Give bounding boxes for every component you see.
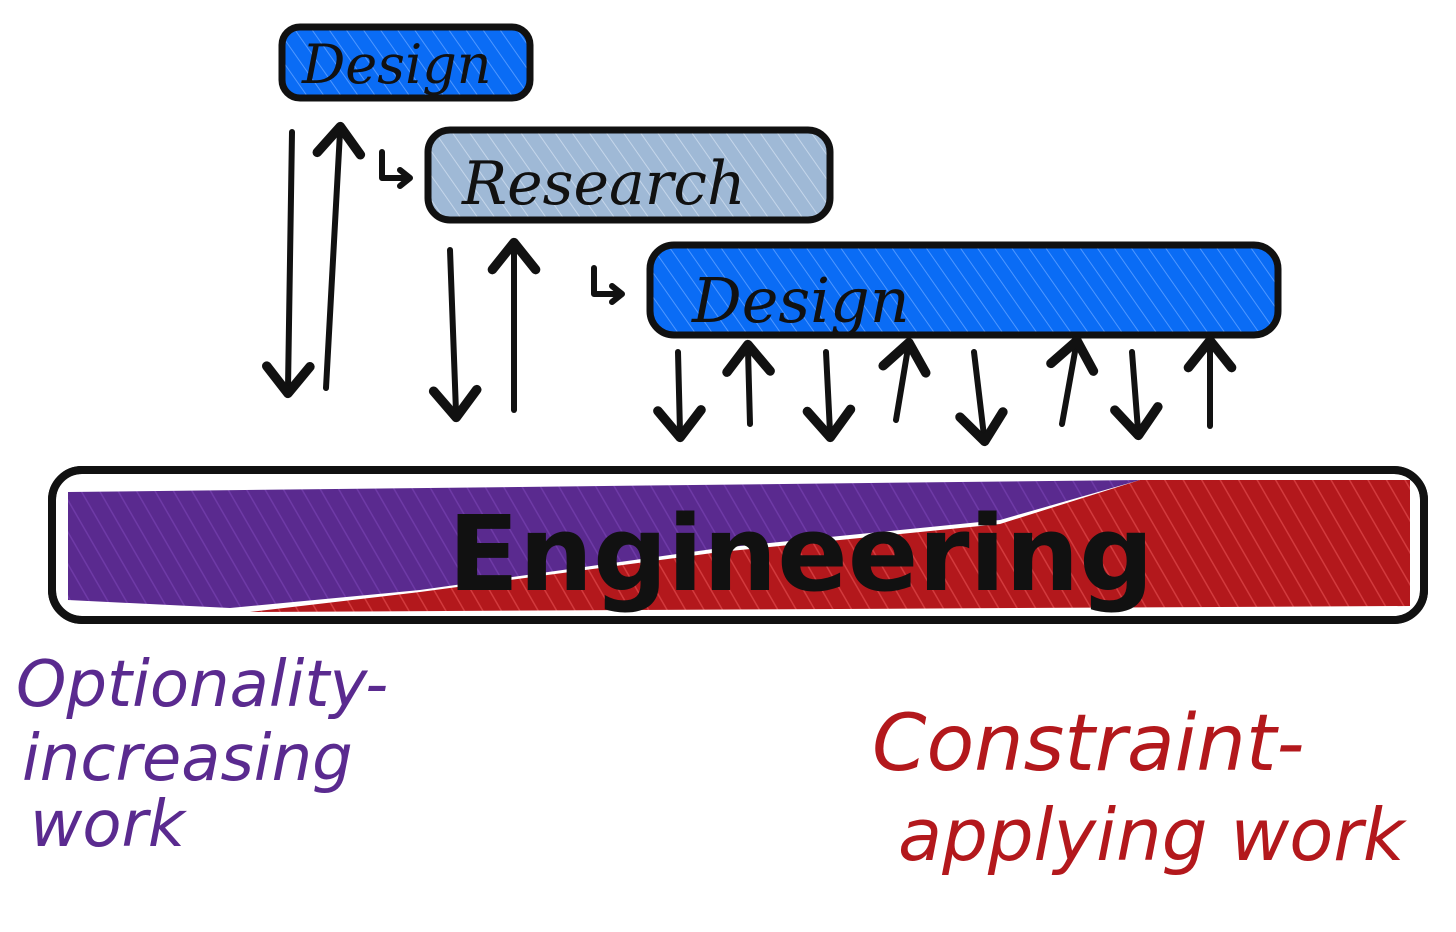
arrow-up-icon — [312, 121, 366, 391]
arrow-down-icon — [955, 349, 1008, 447]
design-mid-label: Design — [691, 264, 910, 337]
constraint-line-2: applying work — [898, 793, 1408, 877]
optionality-fill — [68, 480, 1140, 608]
arrow-down-icon — [262, 129, 315, 399]
optionality-line-1: Optionality- — [16, 648, 388, 722]
engineering-label: Engineering — [448, 493, 1154, 615]
arrow-up-icon — [1046, 335, 1099, 427]
arrow-down-icon — [653, 349, 706, 443]
return-arrow-icon — [591, 265, 625, 305]
arrow-group-design-top — [262, 121, 366, 399]
design-mid-box: Design — [646, 241, 1282, 339]
arrow-up-icon — [722, 339, 775, 427]
arrow-down-icon — [1110, 349, 1163, 441]
optionality-line-2: increasing — [22, 722, 353, 796]
optionality-annotation: Optionality- increasing work — [16, 648, 388, 862]
design-top-label: Design — [301, 33, 492, 96]
return-arrow-icon — [379, 149, 413, 189]
arrow-down-icon — [428, 247, 482, 423]
arrow-group-design-mid — [653, 335, 1237, 447]
constraint-annotation: Constraint- applying work — [872, 699, 1408, 877]
arrow-down-icon — [802, 349, 856, 443]
optionality-line-3: work — [30, 788, 188, 862]
constraint-line-1: Constraint- — [872, 699, 1305, 789]
engineering-box: Engineering — [48, 466, 1428, 624]
research-label: Research — [461, 149, 746, 219]
constraint-fill — [250, 480, 1410, 612]
arrow-group-research — [428, 237, 541, 423]
research-box: Research — [424, 126, 834, 224]
design-top-box: Design — [278, 23, 534, 102]
arrow-up-icon — [878, 337, 931, 423]
